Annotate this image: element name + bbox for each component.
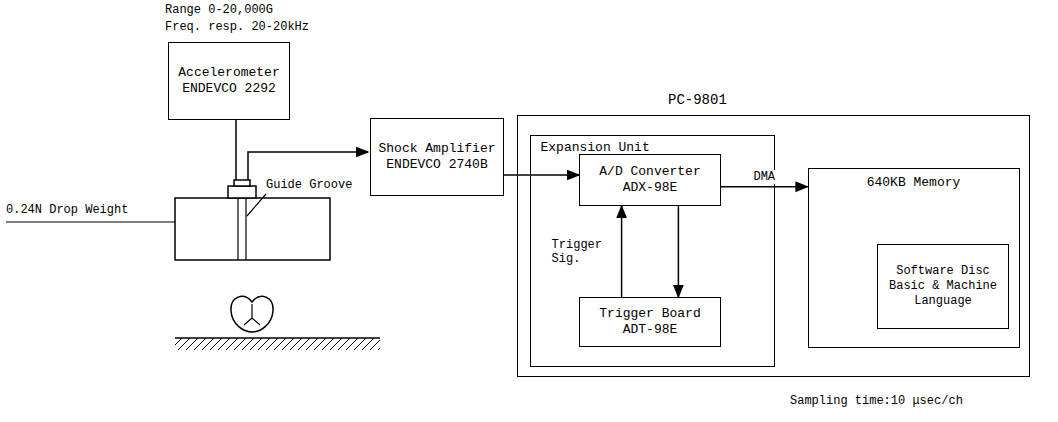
- annotation-label: Guide Groove: [266, 178, 352, 193]
- box-label: Software Disc Basic & Machine Language: [884, 264, 1002, 309]
- edge-label: DMA: [751, 170, 777, 184]
- leader-line: [247, 194, 266, 216]
- ground-line: [175, 337, 380, 339]
- sensor-connector: [234, 180, 250, 186]
- annotation-label: Sampling time:10 μsec/ch: [790, 394, 963, 409]
- ground-hatch: [175, 338, 380, 350]
- box-heading: PC-9801: [668, 92, 727, 108]
- specimen-calyx: [244, 304, 260, 325]
- box-label: Trigger Board ADT-98E: [586, 306, 714, 338]
- guide-groove: [245, 198, 246, 260]
- box-heading: 640KB Memory: [809, 175, 1019, 191]
- edge-label: Trigger Sig.: [550, 238, 616, 266]
- signal-arrow: [621, 206, 623, 297]
- annotation-label: Freq. resp. 20-20kHz: [165, 20, 309, 35]
- box-label: A/D Converter ADX-98E: [586, 164, 714, 196]
- signal-arrow: [721, 186, 808, 188]
- box-heading: Expansion Unit: [541, 140, 650, 156]
- accelerometer-lead: [235, 120, 237, 180]
- memory-box: 640KB MemorySoftware Disc Basic & Machin…: [808, 168, 1020, 348]
- annotation-label: Range 0-20,000G: [165, 3, 273, 18]
- amplifier-box: Shock Amplifier ENDEVCO 2740B: [370, 118, 504, 196]
- annotation-label: 0.24N Drop Weight: [6, 203, 128, 218]
- drop-weight: [175, 198, 330, 260]
- converter-box: A/D Converter ADX-98E: [579, 154, 721, 206]
- box-label: Accelerometer ENDEVCO 2292: [175, 65, 283, 97]
- signal-cable: [248, 152, 368, 180]
- specimen-fruit: [231, 296, 273, 332]
- trigger-box: Trigger Board ADT-98E: [579, 297, 721, 347]
- leader-line: [6, 221, 175, 222]
- signal-arrow: [504, 174, 579, 176]
- sensor-box: Accelerometer ENDEVCO 2292: [168, 42, 290, 120]
- box-label: Shock Amplifier ENDEVCO 2740B: [377, 141, 497, 173]
- accelerometer-sensor: [228, 186, 256, 198]
- signal-arrow: [678, 206, 680, 297]
- software-box: Software Disc Basic & Machine Language: [877, 244, 1009, 329]
- guide-groove: [237, 198, 238, 260]
